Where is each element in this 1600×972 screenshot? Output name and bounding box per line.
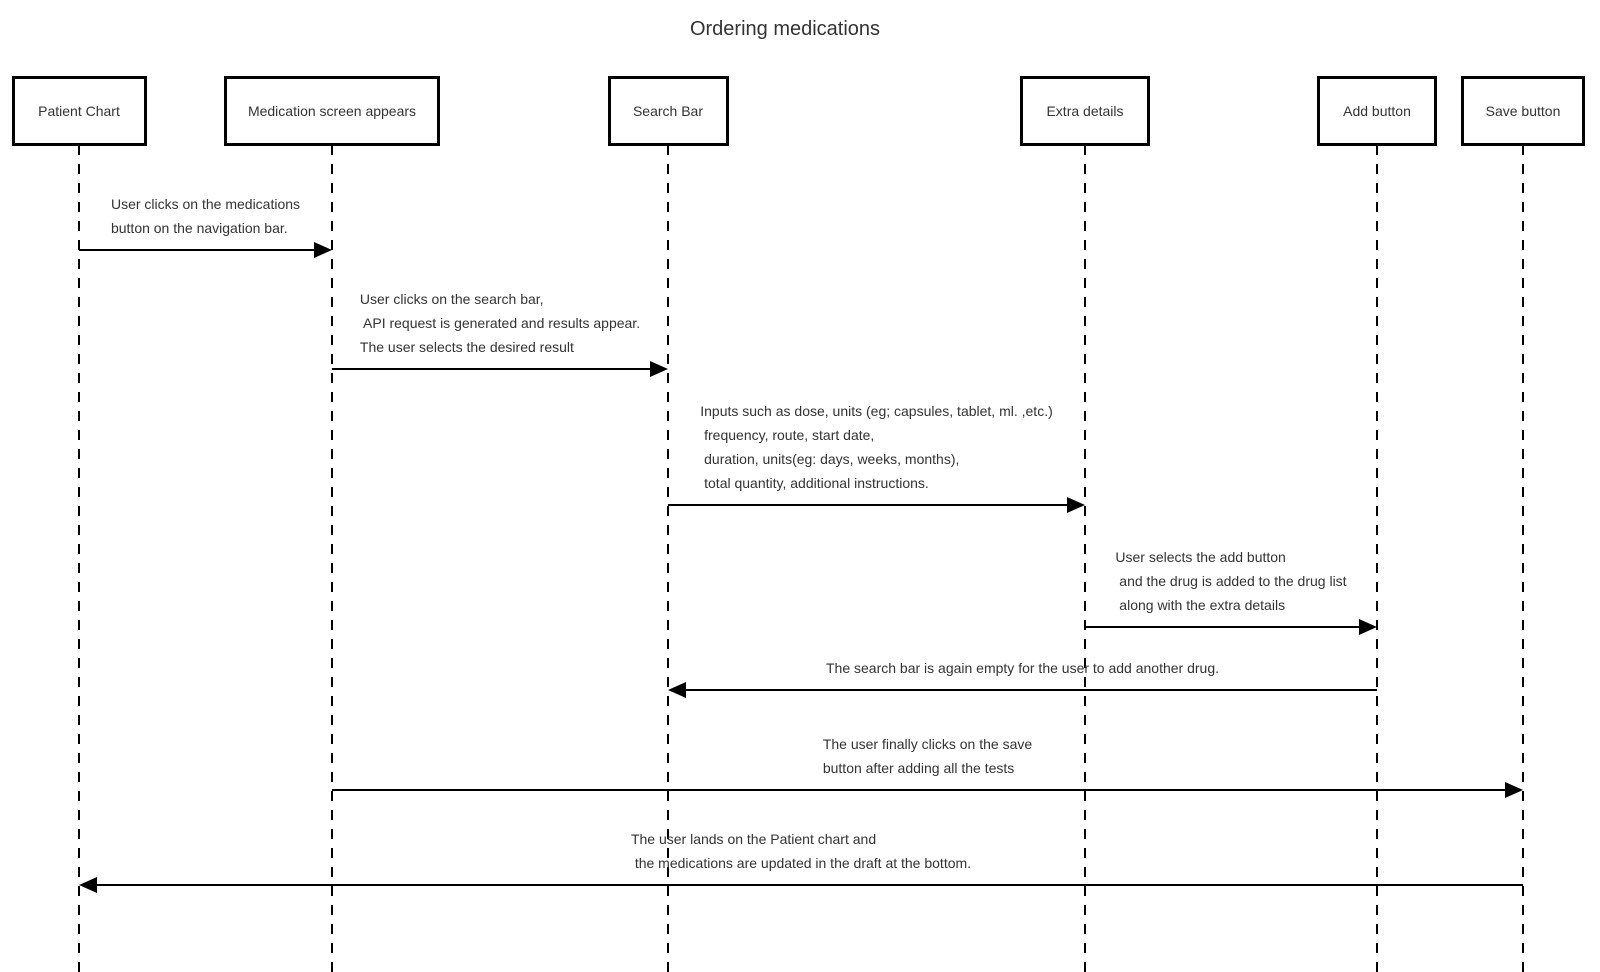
actor-label-extra-details: Extra details <box>1046 103 1124 119</box>
message-text-line: total quantity, additional instructions. <box>700 475 929 491</box>
arrowhead-icon <box>650 361 668 377</box>
message-text-line: button after adding all the tests <box>822 760 1015 776</box>
message-line-2 <box>332 368 656 370</box>
actor-box-search-bar: Search Bar <box>607 76 729 146</box>
message-text-line: The user finally clicks on the save <box>822 736 1033 752</box>
arrowhead-icon <box>1505 782 1523 798</box>
actor-box-medication-screen: Medication screen appears <box>224 76 440 146</box>
arrowhead-icon <box>668 682 686 698</box>
message-text-line: frequency, route, start date, <box>700 427 875 443</box>
message-text-7: The user lands on the Patient chart and … <box>631 827 971 875</box>
lifeline-search-bar <box>667 145 669 972</box>
message-text-line: duration, units(eg: days, weeks, months)… <box>700 451 960 467</box>
message-text-2: User clicks on the search bar, API reque… <box>360 287 640 359</box>
lifeline-patient-chart <box>78 145 80 972</box>
message-line-1 <box>79 249 320 251</box>
actor-box-extra-details: Extra details <box>1020 76 1150 146</box>
message-text-line: User clicks on the medications <box>110 196 301 212</box>
message-text-line: User clicks on the search bar, <box>359 291 544 307</box>
actor-box-save-button: Save button <box>1461 76 1585 146</box>
actor-label-patient-chart: Patient Chart <box>38 103 120 119</box>
message-text-line: and the drug is added to the drug list <box>1115 573 1347 589</box>
message-text-line: Inputs such as dose, units (eg; capsules… <box>700 403 1053 419</box>
actor-label-medication-screen: Medication screen appears <box>247 103 417 119</box>
lifeline-medication-screen <box>331 145 333 972</box>
actor-label-save-button: Save button <box>1485 103 1561 119</box>
message-text-5: The search bar is again empty for the us… <box>826 656 1219 680</box>
message-text-line: button on the navigation bar. <box>110 220 288 236</box>
arrowhead-icon <box>1067 497 1085 513</box>
arrowhead-icon <box>1359 619 1377 635</box>
message-text-line: The user selects the desired result <box>359 339 574 355</box>
message-line-7 <box>91 884 1523 886</box>
message-text-6: The user finally clicks on the save butto… <box>823 732 1032 780</box>
message-text-line: The search bar is again empty for the us… <box>825 660 1220 676</box>
arrowhead-icon <box>79 877 97 893</box>
message-text-line: The user lands on the Patient chart and <box>630 831 877 847</box>
message-line-3 <box>668 504 1073 506</box>
lifeline-save-button <box>1522 145 1524 972</box>
lifeline-add-button <box>1376 145 1378 972</box>
message-text-line: User selects the add button <box>1115 549 1286 565</box>
actor-box-add-button: Add button <box>1317 76 1437 146</box>
message-text-4: User selects the add button and the drug… <box>1115 545 1346 617</box>
actor-box-patient-chart: Patient Chart <box>11 76 147 146</box>
actor-label-add-button: Add button <box>1343 103 1411 119</box>
lifeline-extra-details <box>1084 145 1086 972</box>
actor-label-search-bar: Search Bar <box>632 103 704 119</box>
message-line-5 <box>680 689 1377 691</box>
message-line-4 <box>1085 626 1365 628</box>
message-text-line: API request is generated and results app… <box>359 315 641 331</box>
diagram-title: Ordering medications <box>689 18 881 40</box>
message-line-6 <box>332 789 1511 791</box>
message-text-1: User clicks on the medications button on … <box>111 192 300 240</box>
message-text-3: Inputs such as dose, units (eg; capsules… <box>700 399 1053 495</box>
message-text-line: the medications are updated in the draft… <box>630 855 972 871</box>
arrowhead-icon <box>314 242 332 258</box>
message-text-line: along with the extra details <box>1115 597 1286 613</box>
